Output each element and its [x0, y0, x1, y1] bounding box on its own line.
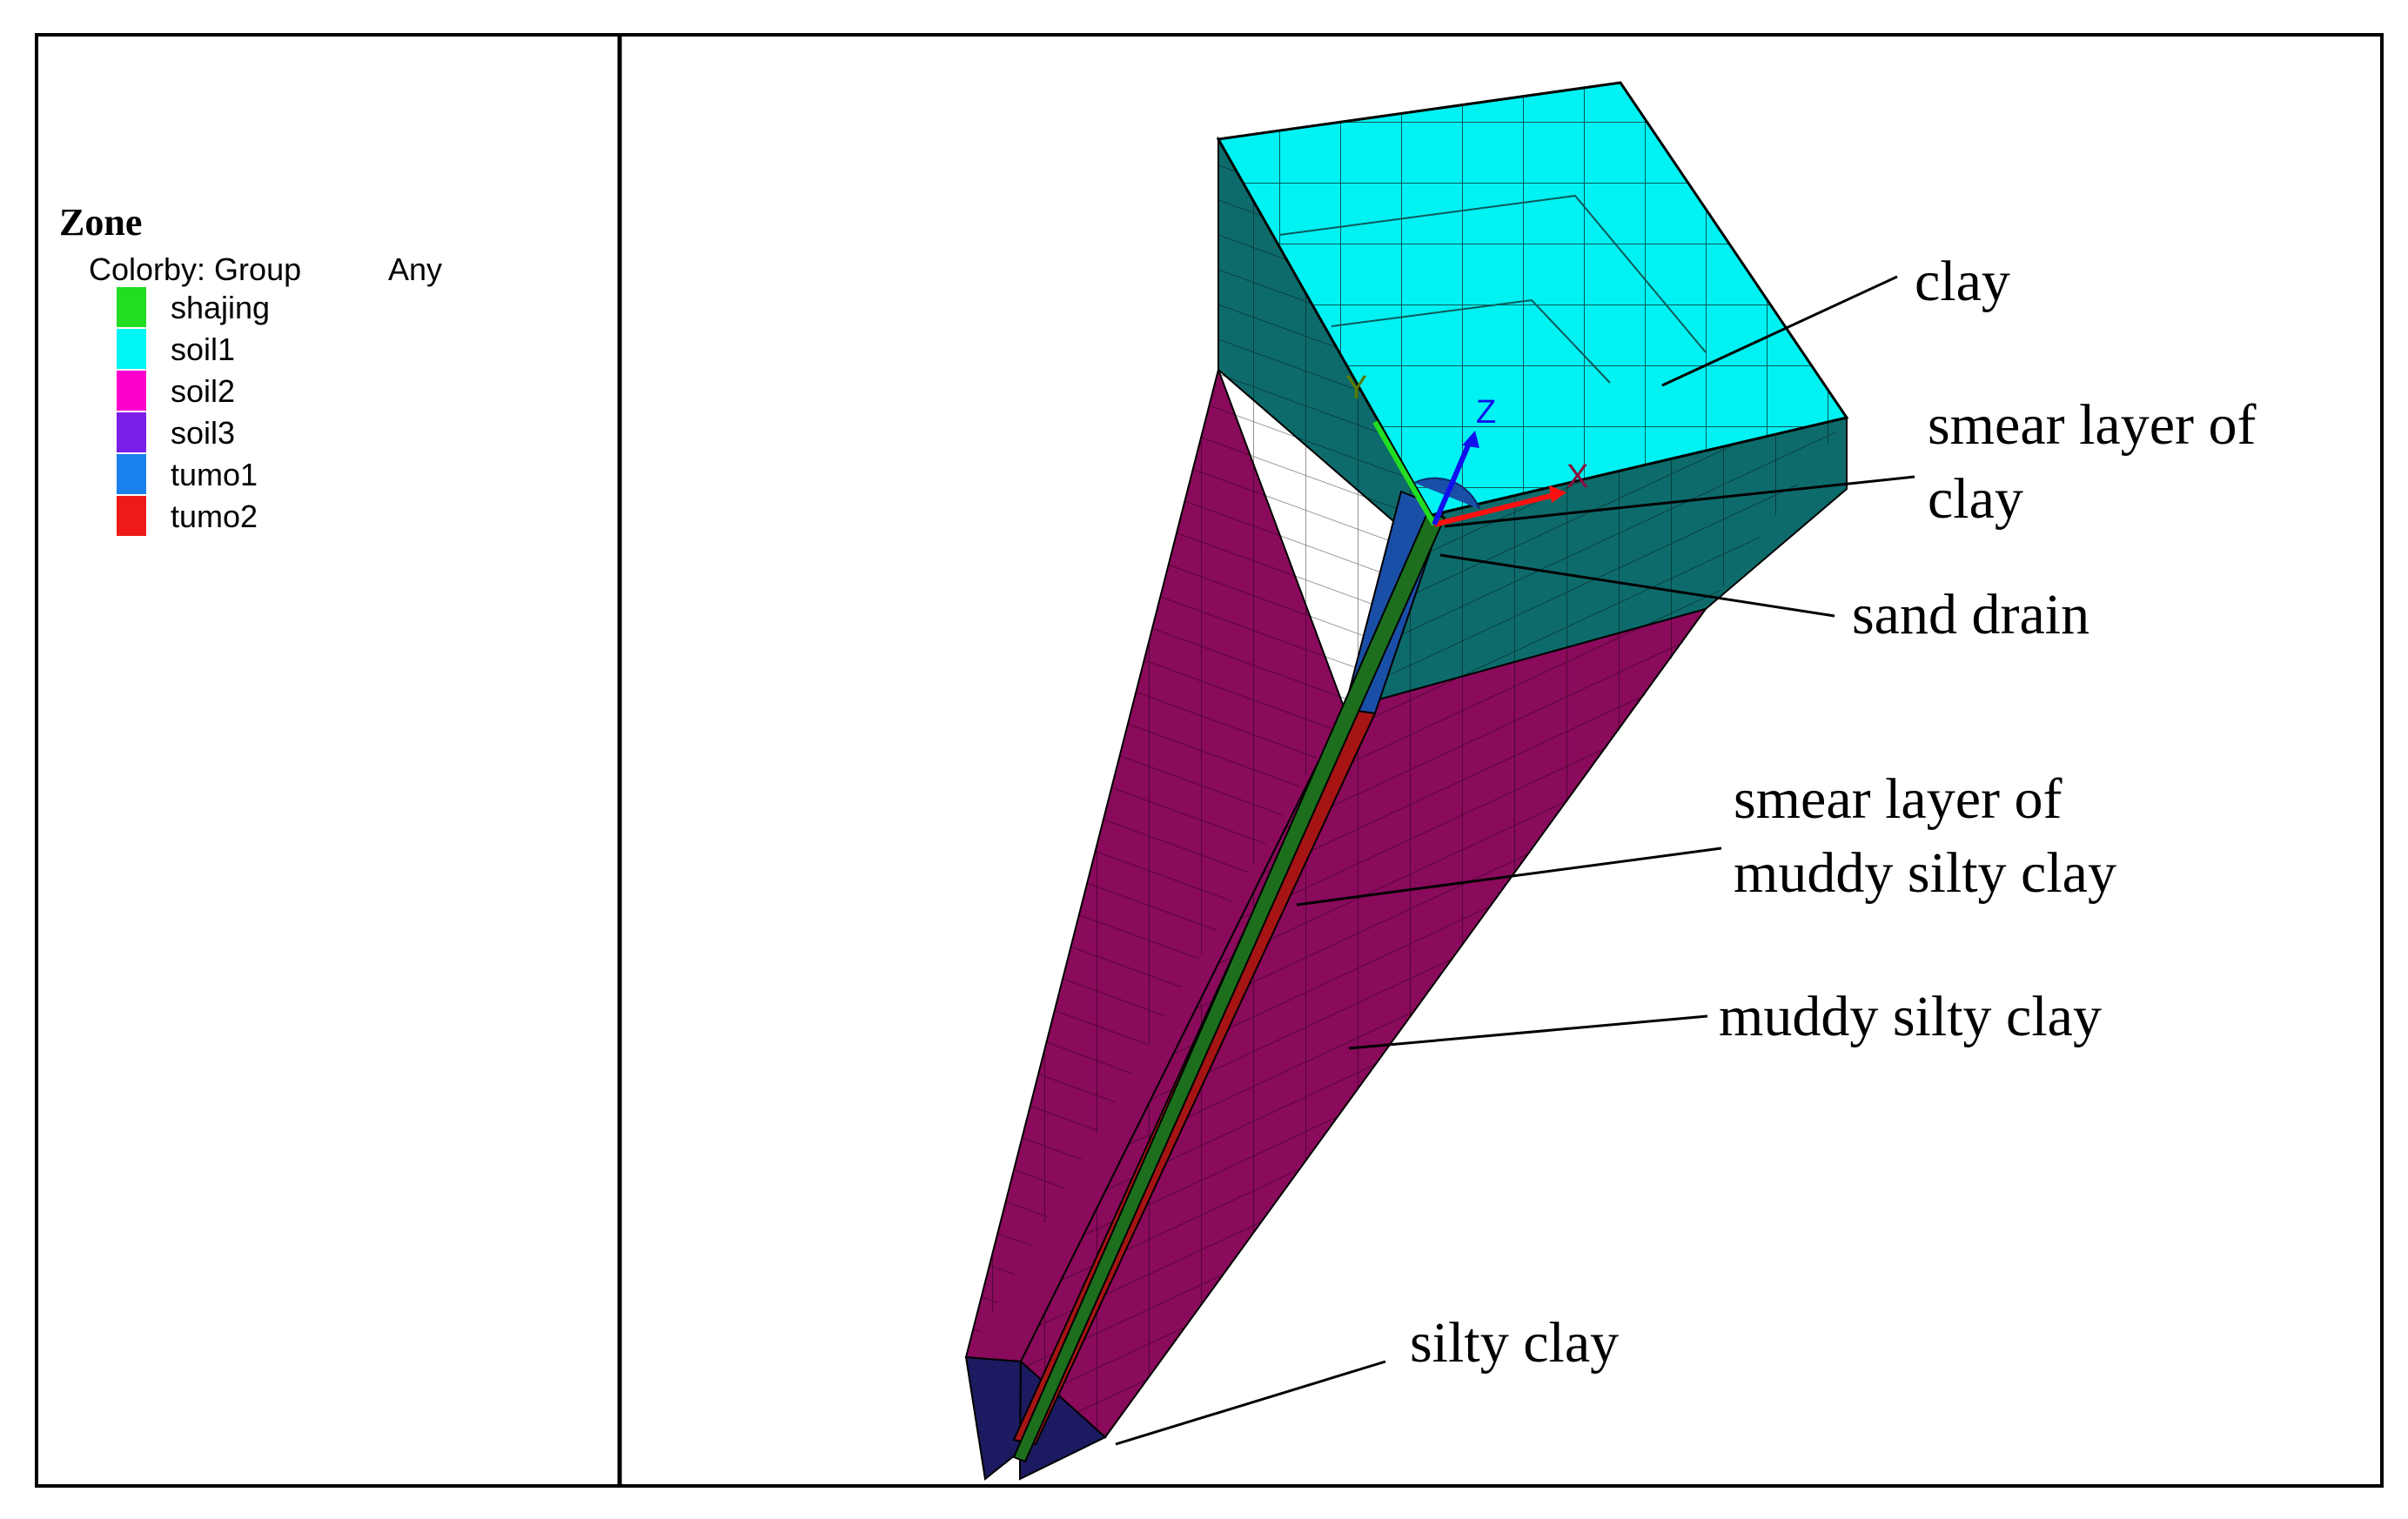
label-smear-clay-line1: smear layer of	[1928, 393, 2256, 457]
label-smear-clay-line2: clay	[1928, 467, 2023, 531]
label-smear-muddy-line2: muddy silty clay	[1734, 841, 2116, 905]
x-axis-line	[1433, 492, 1559, 527]
right-grid	[1021, 418, 1847, 1437]
leader-clay	[1661, 275, 1898, 387]
legend-title: Zone	[59, 201, 142, 244]
legend-label-tumo2: tumo2	[171, 499, 258, 534]
legend-label-soil1: soil1	[171, 331, 235, 367]
label-silty: silty clay	[1410, 1311, 1619, 1375]
leader-smear-muddy	[1296, 846, 1722, 907]
legend-swatch-soil2	[117, 371, 146, 411]
clay-top-inner-lines	[1278, 194, 1707, 353]
leader-muddy	[1348, 1014, 1708, 1050]
outer-frame	[35, 33, 2384, 1488]
y-axis-line	[1372, 420, 1437, 526]
leader-silty	[1115, 1360, 1386, 1446]
leader-lines	[1115, 275, 1915, 1446]
legend-swatch-soil3	[117, 412, 146, 452]
legend-swatch-soil1	[117, 329, 146, 369]
soil-column	[964, 81, 1849, 1481]
legend-swatch-tumo2	[117, 496, 146, 536]
legend-label-soil2: soil2	[171, 373, 235, 409]
leader-sand-drain	[1439, 553, 1835, 618]
clay-top-outline	[1216, 81, 1849, 517]
legend: Zone Colorby: Group Any shajing soil1 soil…	[59, 201, 442, 536]
x-axis-label: X	[1566, 458, 1588, 495]
annotations: clay smear layer of clay sand drain smea…	[1410, 250, 2256, 1375]
clay-top-grid	[1218, 83, 1847, 515]
legend-any: Any	[388, 251, 442, 287]
legend-items: shajing soil1 soil2 soil3 tumo1 tumo2	[117, 287, 270, 536]
leader-smear-clay	[1444, 475, 1915, 528]
silty-left-face	[964, 1355, 1023, 1481]
z-axis-label: Z	[1476, 394, 1496, 431]
axes-triad: X Y Z	[1345, 370, 1588, 527]
label-clay: clay	[1915, 250, 2010, 313]
left-grid	[966, 139, 1432, 1357]
z-axis-line	[1432, 438, 1473, 526]
legend-label-shajing: shajing	[171, 290, 270, 325]
x-axis-arrow	[1549, 485, 1566, 503]
label-smear-muddy-line1: smear layer of	[1734, 767, 2062, 831]
label-sand-drain: sand drain	[1852, 583, 2089, 646]
label-muddy: muddy silty clay	[1719, 985, 2102, 1048]
clay-top-inner-lines-2	[1331, 298, 1611, 384]
legend-swatch-shajing	[117, 287, 146, 327]
z-axis-arrow	[1462, 431, 1479, 448]
legend-label-tumo1: tumo1	[171, 457, 258, 492]
y-axis-label: Y	[1345, 370, 1367, 406]
legend-colorby: Colorby: Group	[89, 251, 301, 287]
legend-swatch-tumo1	[117, 454, 146, 494]
legend-label-soil3: soil3	[171, 415, 235, 451]
